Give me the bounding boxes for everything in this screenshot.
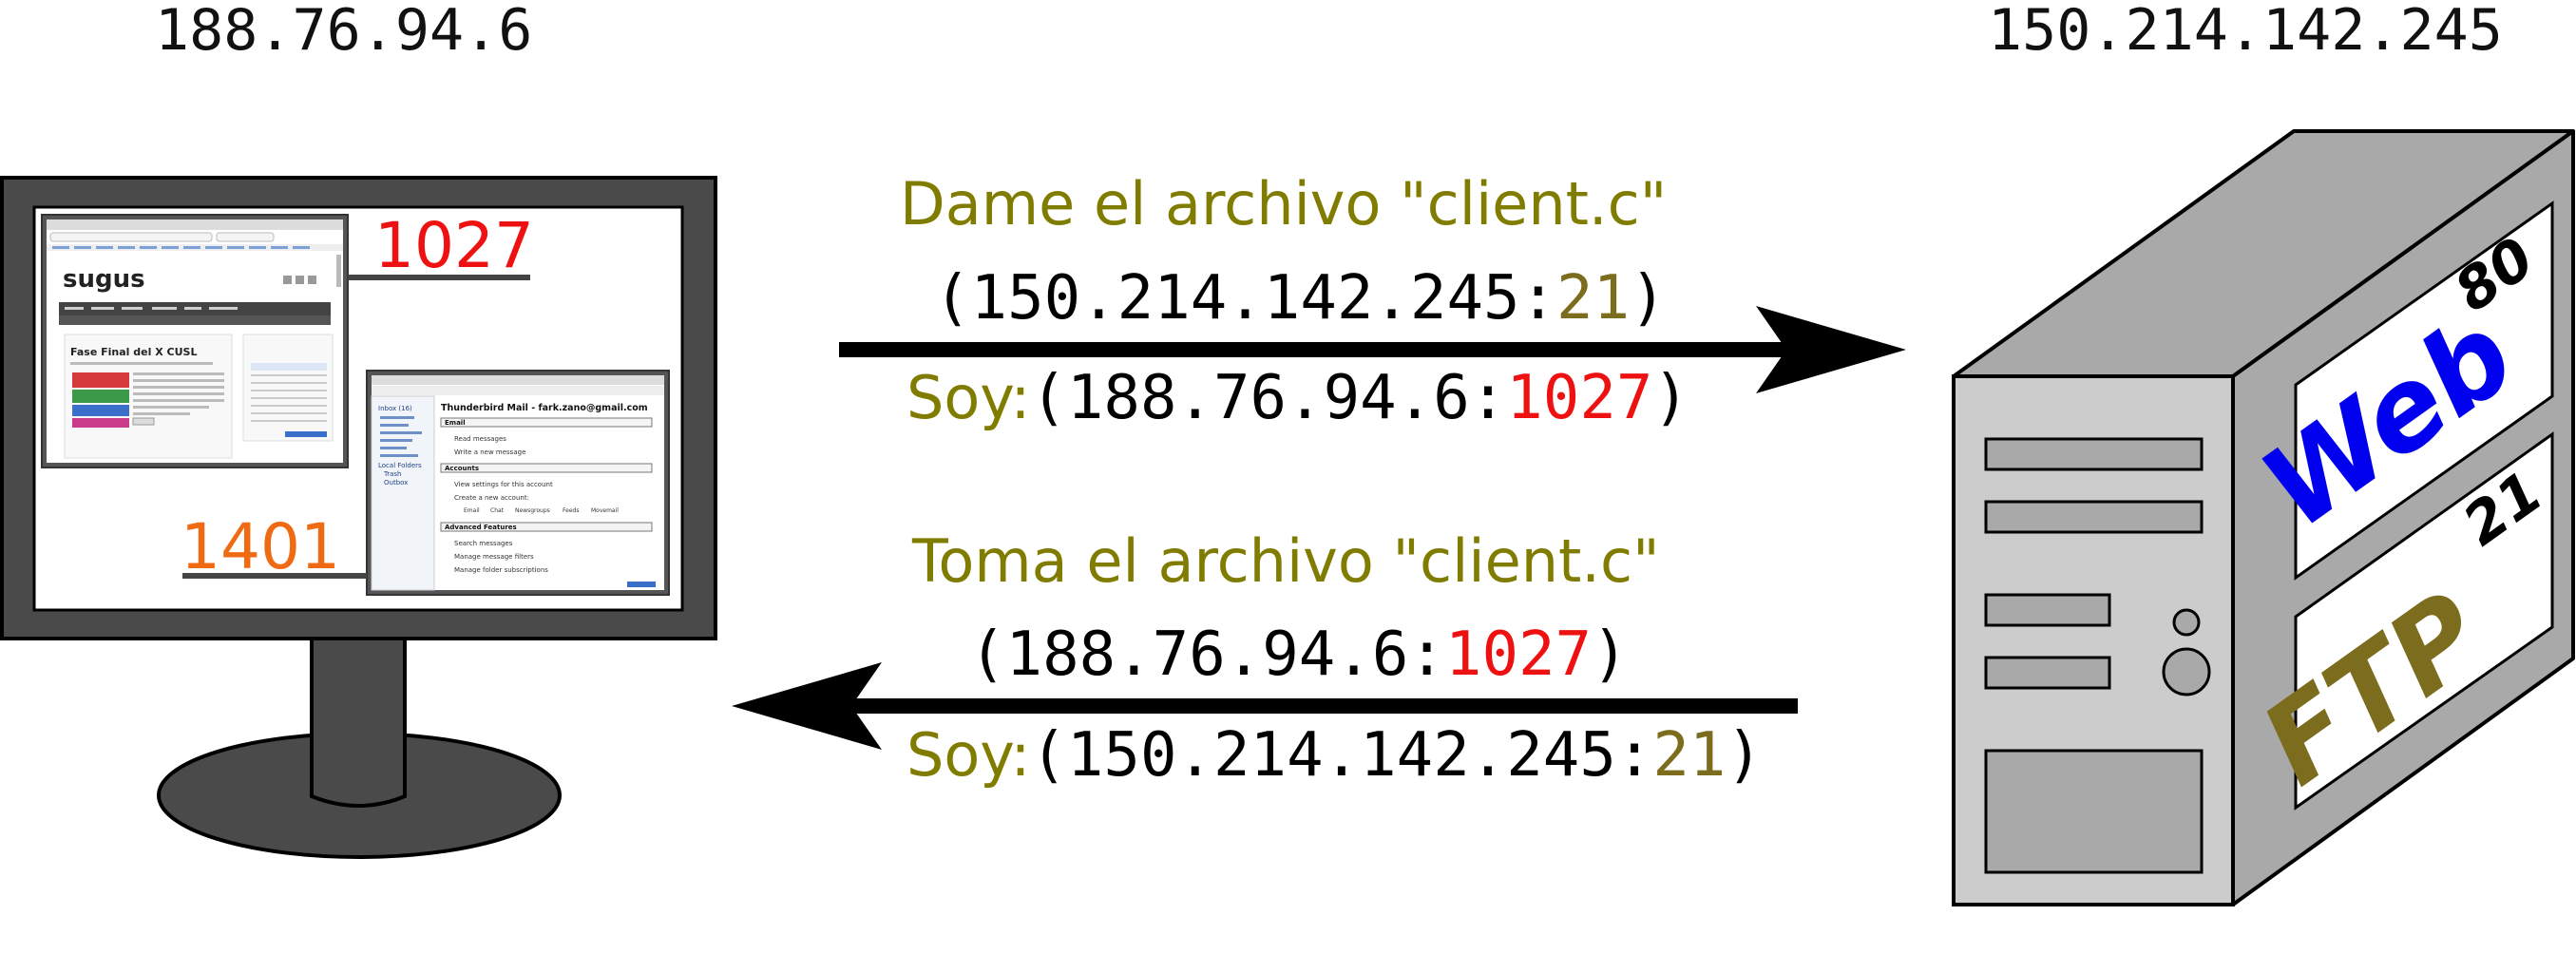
front-panel (1984, 749, 2204, 874)
mail-folder-trash: Trash (383, 470, 402, 478)
response-source-port: 21 (1652, 720, 1727, 791)
web-service-panel (2294, 200, 2554, 581)
request-destination-suffix: ) (1630, 263, 1667, 334)
mail-section-email: Email (445, 419, 466, 427)
mail-item-view-settings: View settings for this account (454, 481, 553, 488)
response-source-suffix: ) (1726, 720, 1763, 791)
drive-bay-1 (1984, 437, 2204, 471)
response-destination: (188.76.94.6:1027) (969, 624, 1629, 685)
response-source-label: Soy: (906, 720, 1031, 790)
mail-account-type-chat: Chat (490, 507, 505, 514)
response-destination-port: 1027 (1444, 620, 1593, 690)
browser-logo: sugus (63, 265, 145, 294)
drive-slot-1 (1984, 593, 2111, 627)
monitor-stand (310, 633, 407, 808)
client-ip-label: 188.76.94.6 (155, 0, 533, 64)
mail-item-search: Search messages (454, 540, 513, 547)
ftp-service-panel (2294, 431, 2554, 811)
drive-bay-2 (1984, 500, 2204, 534)
mail-folder-local: Local Folders (378, 462, 422, 469)
browser-article-title: Fase Final del X CUSL (70, 346, 197, 358)
mail-folder-outbox: Outbox (384, 479, 408, 486)
response-text: Toma el archivo "client.c" (912, 526, 1660, 596)
mail-account-type-movemail: Movemail (591, 507, 619, 514)
request-arrow (839, 306, 1906, 393)
drive-slot-2 (1984, 656, 2111, 690)
browser-port-label: 1027 (374, 209, 534, 282)
response-destination-prefix: (188.76.94.6: (969, 620, 1445, 690)
mail-section-accounts: Accounts (445, 465, 479, 472)
request-destination: (150.214.142.245:21) (934, 268, 1667, 329)
mail-section-advanced: Advanced Features (445, 524, 517, 531)
power-led (2172, 608, 2201, 637)
mail-item-subscriptions: Manage folder subscriptions (454, 566, 548, 574)
client-monitor: sugus Fase Final del X CUSL (0, 176, 717, 859)
mail-port-label: 1401 (181, 510, 340, 583)
mail-account-type-newsgroups: Newsgroups (515, 507, 550, 514)
mail-item-filters: Manage message filters (454, 553, 534, 561)
request-source-label: Soy: (906, 363, 1031, 432)
mail-item-create-account: Create a new account: (454, 494, 529, 502)
mail-folder-inbox: Inbox (16) (378, 405, 412, 412)
power-button (2162, 647, 2211, 696)
request-source: Soy:(188.76.94.6:1027) (906, 368, 1689, 429)
request-text: Dame el archivo "client.c" (900, 169, 1668, 238)
response-arrow (732, 662, 1798, 750)
response-destination-suffix: ) (1592, 620, 1629, 690)
response-source-prefix: (150.214.142.245: (1030, 720, 1653, 791)
mail-account-type-feeds: Feeds (563, 507, 579, 514)
mail-window: Inbox (16) Local Folders Trash Outbox Th… (366, 370, 670, 596)
request-source-prefix: (188.76.94.6: (1030, 363, 1507, 433)
request-destination-prefix: (150.214.142.245: (934, 263, 1557, 334)
mail-item-read: Read messages (454, 435, 506, 443)
browser-window: sugus Fase Final del X CUSL (41, 214, 349, 468)
server-ip-label: 150.214.142.245 (1988, 0, 2503, 64)
mail-item-write: Write a new message (454, 448, 525, 456)
server-tower: Web 80 FTP 21 (1952, 129, 2575, 906)
request-destination-port: 21 (1556, 263, 1631, 334)
request-source-suffix: ) (1652, 363, 1689, 433)
mail-title: Thunderbird Mail - fark.zano@gmail.com (441, 403, 648, 413)
mail-account-type-email: Email (464, 507, 480, 514)
request-source-port: 1027 (1506, 363, 1653, 433)
response-source: Soy:(150.214.142.245:21) (906, 725, 1763, 786)
